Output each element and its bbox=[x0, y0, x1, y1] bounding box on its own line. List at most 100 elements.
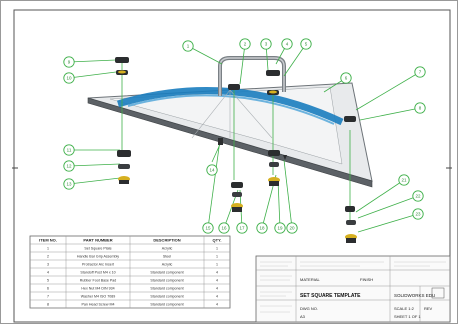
balloon-callout: 16 bbox=[218, 222, 230, 234]
balloon-callout: 22 bbox=[412, 190, 424, 202]
balloon-number: 5 bbox=[305, 42, 308, 47]
bom-cell: Standard component bbox=[150, 303, 183, 307]
balloon-circle bbox=[256, 222, 268, 234]
balloon-number: 16 bbox=[221, 226, 227, 231]
bom-cell: 4 bbox=[216, 279, 218, 283]
balloon-number: 4 bbox=[286, 42, 289, 47]
hardware-stack-center bbox=[218, 138, 287, 212]
bom-cell: 8 bbox=[47, 303, 49, 307]
balloon-callout: 2 bbox=[239, 38, 251, 50]
drawing-title: SET SQUARE TEMPLATE bbox=[300, 293, 361, 299]
balloon-number: 15 bbox=[205, 226, 211, 231]
bom-cell: Acrylic bbox=[162, 247, 173, 251]
bom-cell: Protractor Arc Insert bbox=[82, 263, 114, 267]
balloon-callout: 15 bbox=[202, 222, 214, 234]
inner-frame bbox=[13, 9, 451, 323]
title-block: MATERIAL FINISH SET SQUARE TEMPLATE SOLI… bbox=[255, 255, 451, 323]
balloon-callout: 18 bbox=[256, 222, 268, 234]
balloon-circle bbox=[63, 144, 75, 156]
balloon-number: 21 bbox=[401, 178, 407, 183]
balloon-callout: 20 bbox=[286, 222, 298, 234]
bom-cell: 4 bbox=[47, 271, 49, 275]
balloon-number: 17 bbox=[239, 226, 245, 231]
balloon-number: 3 bbox=[265, 42, 268, 47]
bom-cell: Washer M4 ISO 7089 bbox=[81, 295, 115, 299]
balloon-callout: 13 bbox=[63, 178, 75, 190]
material-label: MATERIAL bbox=[300, 277, 320, 282]
balloon-number: 13 bbox=[66, 182, 72, 187]
bom-header-cell: DESCRIPTION bbox=[153, 238, 180, 243]
software-logo-text: SOLIDWORKS EDU bbox=[394, 293, 435, 298]
logo-box bbox=[431, 287, 445, 299]
balloon-callout: 10 bbox=[63, 72, 75, 84]
balloon-circle bbox=[414, 66, 426, 78]
bom-cell: 1 bbox=[216, 247, 218, 251]
balloon-number: 6 bbox=[345, 76, 348, 81]
balloon-callout: 6 bbox=[340, 72, 352, 84]
balloon-number: 7 bbox=[419, 70, 422, 75]
balloon-callout: 4 bbox=[281, 38, 293, 50]
bom-cell: 2 bbox=[47, 255, 49, 259]
bom-cell: 4 bbox=[216, 303, 218, 307]
balloon-callout: 21 bbox=[398, 174, 410, 186]
balloon-callout: 12 bbox=[63, 160, 75, 172]
bom-cell: Standoff Post M4 x 10 bbox=[80, 271, 115, 275]
finish-label: FINISH bbox=[360, 277, 373, 282]
scale-label: SCALE 1:2 bbox=[394, 306, 415, 311]
balloon-circle bbox=[63, 160, 75, 172]
balloon-circle bbox=[274, 222, 286, 234]
balloon-circle bbox=[300, 38, 312, 50]
hardware-parts bbox=[115, 57, 357, 243]
balloon-callout: 7 bbox=[414, 66, 426, 78]
balloon-number: 19 bbox=[277, 226, 283, 231]
balloon-callout: 8 bbox=[414, 102, 426, 114]
bom-cell: Standard component bbox=[150, 287, 183, 291]
bom-cell: 5 bbox=[47, 279, 49, 283]
bom-cell: Steel bbox=[163, 255, 171, 259]
dwg-no-label: DWG NO. bbox=[300, 306, 318, 311]
balloon-circle bbox=[206, 164, 218, 176]
balloon-number: 18 bbox=[259, 226, 265, 231]
balloon-callout: 23 bbox=[412, 208, 424, 220]
balloon-callout: 14 bbox=[206, 164, 218, 176]
balloon-number: 2 bbox=[244, 42, 247, 47]
bom-header-cell: PART NUMBER bbox=[83, 238, 112, 243]
balloon-callout: 11 bbox=[63, 144, 75, 156]
balloon-circle bbox=[236, 222, 248, 234]
bom-cell: 4 bbox=[216, 271, 218, 275]
set-square-plate bbox=[87, 82, 373, 188]
balloon-number: 12 bbox=[66, 164, 72, 169]
balloon-number: 11 bbox=[67, 148, 72, 153]
balloon-number: 22 bbox=[415, 194, 421, 199]
balloon-number: 8 bbox=[419, 106, 422, 111]
handle-bar bbox=[218, 56, 286, 96]
balloon-circle bbox=[63, 56, 75, 68]
balloon-circle bbox=[63, 72, 75, 84]
balloon-callout: 19 bbox=[274, 222, 286, 234]
sheet-size: A3 bbox=[300, 314, 306, 319]
balloon-callout: 9 bbox=[63, 56, 75, 68]
bom-cell: 1 bbox=[216, 255, 218, 259]
bom-cell: 3 bbox=[47, 263, 49, 267]
bom-cell: 4 bbox=[216, 287, 218, 291]
bom-cell: Standard component bbox=[150, 295, 183, 299]
bom-cell: 1 bbox=[47, 247, 49, 251]
balloon-number: 20 bbox=[289, 226, 295, 231]
sheet-number: SHEET 1 OF 1 bbox=[394, 314, 421, 319]
balloon-circle bbox=[63, 178, 75, 190]
bom-header-cell: ITEM NO. bbox=[39, 238, 57, 243]
balloon-circle bbox=[412, 190, 424, 202]
hardware-stack-top bbox=[228, 70, 280, 95]
bom-cell: Handle Bar Grip Assembly bbox=[77, 255, 119, 259]
balloon-circle bbox=[202, 222, 214, 234]
rev-label: REV bbox=[424, 306, 433, 311]
hardware-stack-left-top bbox=[115, 57, 129, 75]
bom-cell: 7 bbox=[47, 295, 49, 299]
bom-header-cell: QTY. bbox=[213, 238, 222, 243]
balloon-number: 10 bbox=[66, 76, 72, 81]
bom-cell: 4 bbox=[216, 295, 218, 299]
balloon-circle bbox=[239, 38, 251, 50]
hardware-stack-left-bottom bbox=[117, 150, 131, 184]
balloon-circle bbox=[286, 222, 298, 234]
